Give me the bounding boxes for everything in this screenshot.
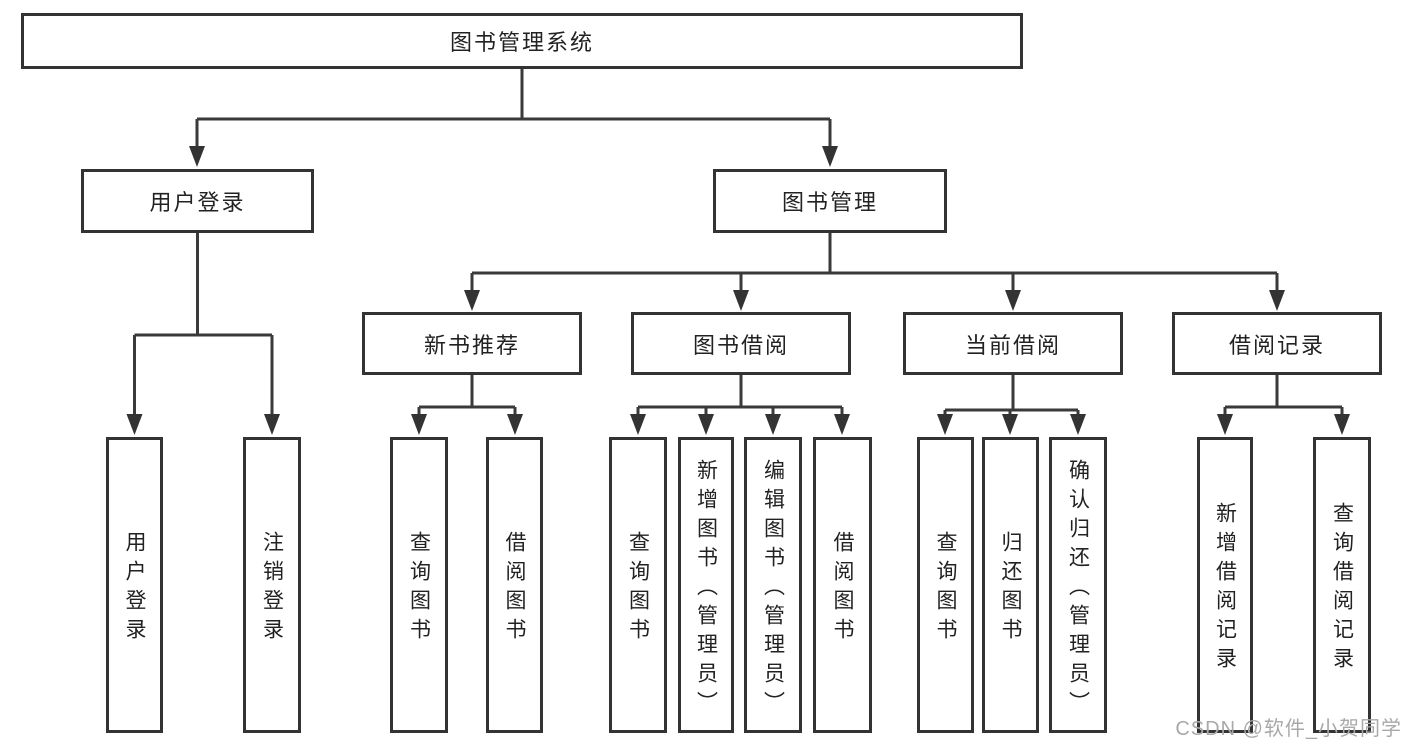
node-label: 新书推荐 xyxy=(423,332,520,358)
leaf-current-confirm-return-admin: 确认归还（管理员） xyxy=(1049,437,1107,733)
node-label: 借阅记录 xyxy=(1228,332,1325,358)
csdn-watermark: CSDN @软件_小贺同学 xyxy=(1175,718,1402,740)
leaf-newbook-borrow-book: 借阅图书 xyxy=(486,437,543,733)
node-current-borrowing: 当前借阅 xyxy=(903,312,1123,375)
arrowheads xyxy=(126,146,1350,435)
leaf-borrowing-edit-book-admin: 编辑图书（管理员） xyxy=(744,437,802,733)
node-label: 当前借阅 xyxy=(964,332,1061,358)
node-root-label: 图书管理系统 xyxy=(449,30,594,55)
leaf-user-login: 用户登录 xyxy=(106,437,163,733)
node-label: 图书管理 xyxy=(781,190,878,215)
node-label: 新增图书（管理员） xyxy=(694,458,718,720)
node-label: 用户登录 xyxy=(123,531,146,647)
node-label: 确认归还（管理员） xyxy=(1066,458,1090,720)
node-label: 借阅图书 xyxy=(503,531,526,647)
node-label: 归还图书 xyxy=(999,531,1022,647)
leaf-records-add-borrow-record: 新增借阅记录 xyxy=(1197,437,1253,733)
node-label: 用户登录 xyxy=(149,190,246,215)
leaf-newbook-query-book: 查询图书 xyxy=(390,437,448,733)
node-borrow-records: 借阅记录 xyxy=(1172,312,1382,375)
leaf-current-query-book: 查询图书 xyxy=(917,437,974,733)
node-label: 查询图书 xyxy=(626,531,650,647)
node-label: 查询借阅记录 xyxy=(1330,502,1354,676)
leaf-current-return-book: 归还图书 xyxy=(982,437,1039,733)
leaf-records-query-borrow-record: 查询借阅记录 xyxy=(1313,437,1371,733)
node-new-book-recommend: 新书推荐 xyxy=(362,312,582,375)
node-label: 图书借阅 xyxy=(692,332,789,358)
node-book-borrowing: 图书借阅 xyxy=(631,312,851,375)
node-label: 注销登录 xyxy=(260,531,284,647)
leaf-user-logout: 注销登录 xyxy=(243,437,301,733)
node-user-login: 用户登录 xyxy=(81,169,314,233)
leaf-borrowing-borrow-book: 借阅图书 xyxy=(813,437,872,733)
leaf-borrowing-add-book-admin: 新增图书（管理员） xyxy=(678,437,734,733)
node-label: 新增借阅记录 xyxy=(1213,502,1237,676)
node-root: 图书管理系统 xyxy=(21,13,1023,69)
node-label: 查询图书 xyxy=(934,531,957,647)
node-label: 查询图书 xyxy=(407,531,431,647)
node-label: 编辑图书（管理员） xyxy=(761,458,785,720)
node-book-management: 图书管理 xyxy=(713,169,947,233)
node-label: 借阅图书 xyxy=(831,531,854,647)
leaf-borrowing-query-book: 查询图书 xyxy=(609,437,667,733)
